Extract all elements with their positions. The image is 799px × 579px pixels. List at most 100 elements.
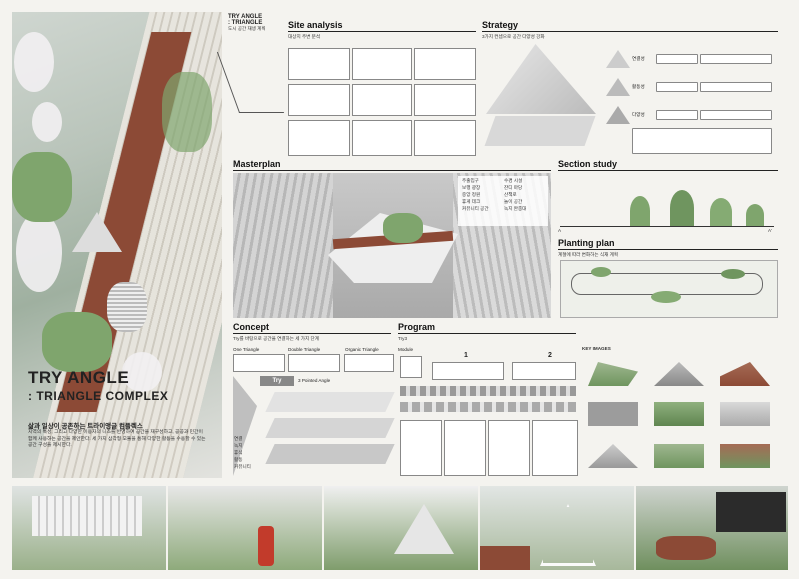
- planting-cluster: [591, 267, 611, 277]
- intro-column: TRY ANGLE : TRIANGLE 도시 공간 재생 계획: [216, 14, 285, 154]
- planting-plan-title: Planting plan: [558, 238, 615, 248]
- strategy-pill: [700, 54, 772, 64]
- render-photo-5: [636, 486, 788, 570]
- site-diagram-3: [414, 48, 476, 80]
- key-images-grid: [582, 354, 776, 478]
- hero-description: 지역의 특성, 그리고 다양한 이용자의 니즈를 반영하여 공간을 재구성하고,…: [28, 430, 206, 448]
- site-analysis-sub: 대상지 주변 분석: [288, 34, 321, 39]
- program-detail: [400, 420, 442, 476]
- section-tree: [630, 196, 650, 226]
- key-image: [720, 402, 770, 426]
- program-step-2: 2: [548, 352, 552, 359]
- key-image: [588, 444, 638, 468]
- concept-col: One Triangle: [233, 347, 260, 352]
- section-marker-left: A: [558, 228, 562, 233]
- key-image: [588, 362, 638, 386]
- legend-item: 커뮤니티 공간: [462, 206, 489, 211]
- render-deck: [480, 546, 530, 570]
- program-detail: [532, 420, 578, 476]
- key-image: [654, 402, 704, 426]
- planting-plan-map: [560, 260, 778, 318]
- program-module-icon: [400, 356, 422, 378]
- concept-layer-2: [265, 418, 395, 438]
- concept-points: 3 Pointed Angle: [298, 378, 331, 383]
- program-strip: [400, 402, 576, 412]
- legend-item: 잔디 마당: [504, 185, 523, 190]
- legend-item: 주출입구: [462, 178, 479, 183]
- section-diagram: [560, 176, 774, 227]
- concept-sub: Try를 바탕으로 공간을 연결하는 세 가지 단계: [233, 336, 319, 341]
- concept-try-tag: Try: [260, 376, 294, 386]
- concept-legend: 연결: [234, 436, 243, 441]
- render-building: [32, 496, 142, 536]
- legend-item: 녹지 완충대: [504, 206, 527, 211]
- section-tree: [670, 190, 694, 226]
- key-image: [654, 362, 704, 386]
- strategy-pill: [656, 110, 698, 120]
- strategy-icon-1: [606, 50, 630, 68]
- key-image: [720, 444, 770, 468]
- hero-grass: [162, 72, 212, 152]
- strategy-pill: [656, 82, 698, 92]
- section-marker-right: A': [768, 228, 772, 233]
- strategy-pill: [700, 82, 772, 92]
- legend-item: 휴게 데크: [462, 199, 481, 204]
- concept-legend: 휴식: [234, 450, 243, 455]
- strategy-summary-box: [632, 128, 772, 154]
- program-strip: [400, 386, 576, 396]
- program-title: Program: [398, 322, 436, 332]
- legend-item: 놀이 공간: [504, 199, 523, 204]
- strategy-diagram-top: [486, 44, 596, 114]
- hero-rendering: [12, 12, 222, 478]
- legend-item: 보행 광장: [462, 185, 481, 190]
- render-person: [258, 526, 274, 566]
- concept-layer-3: [265, 444, 395, 464]
- concept-legend: 활동: [234, 457, 243, 462]
- program-detail: [444, 420, 486, 476]
- hero-title: TRY ANGLE : TRIANGLE COMPLEX: [28, 368, 169, 403]
- planting-cluster: [651, 291, 681, 303]
- masterplan-building-left: [233, 173, 333, 318]
- site-diagram-8: [352, 120, 412, 156]
- legend-item: 산책로: [504, 192, 517, 197]
- key-image: [654, 444, 704, 468]
- concept-col: Organic Triangle: [345, 347, 379, 352]
- hero-grass: [42, 312, 112, 372]
- program-step-1: 1: [464, 352, 468, 359]
- site-diagram-7: [288, 120, 350, 156]
- render-wall: [716, 492, 786, 532]
- site-diagram-9: [414, 120, 476, 156]
- strategy-row-label: 활동성: [632, 84, 645, 89]
- program-detail: [488, 420, 530, 476]
- strategy-sub: 3가지 컨셉으로 공간 다양성 강화: [482, 34, 545, 39]
- masterplan-title: Masterplan: [233, 159, 281, 169]
- divider: [398, 333, 576, 334]
- concept-box: [233, 354, 285, 372]
- strategy-icon-2: [606, 78, 630, 96]
- hero-tree: [32, 102, 62, 142]
- program-sub: Try3: [398, 336, 408, 341]
- render-photo-3: [324, 486, 478, 570]
- concept-col: Double Triangle: [288, 347, 321, 352]
- section-tree: [746, 204, 764, 226]
- key-images-title: KEY IMAGES: [582, 346, 611, 351]
- strategy-pill: [700, 110, 772, 120]
- strategy-row-label: 연결성: [632, 56, 645, 61]
- site-diagram-4: [288, 84, 350, 116]
- site-diagram-2: [352, 48, 412, 80]
- concept-legend: 커뮤니티: [234, 464, 251, 469]
- hero-grass: [12, 152, 72, 222]
- strategy-row-label: 다양성: [632, 112, 645, 117]
- concept-box: [344, 354, 394, 372]
- hero-subtitle: 삶과 일상이 공존하는 트라이앵글 컴플렉스: [28, 423, 143, 430]
- divider: [482, 31, 778, 32]
- divider: [233, 333, 391, 334]
- intro-subtitle: 도시 공간 재생 계획: [228, 26, 266, 31]
- site-diagram-6: [414, 84, 476, 116]
- strategy-icon-3: [606, 106, 630, 124]
- legend-item: 수경 시설: [504, 178, 523, 183]
- planting-cluster: [721, 269, 745, 279]
- concept-title: Concept: [233, 322, 269, 332]
- program-step-box: [512, 362, 576, 380]
- site-diagram-5: [352, 84, 412, 116]
